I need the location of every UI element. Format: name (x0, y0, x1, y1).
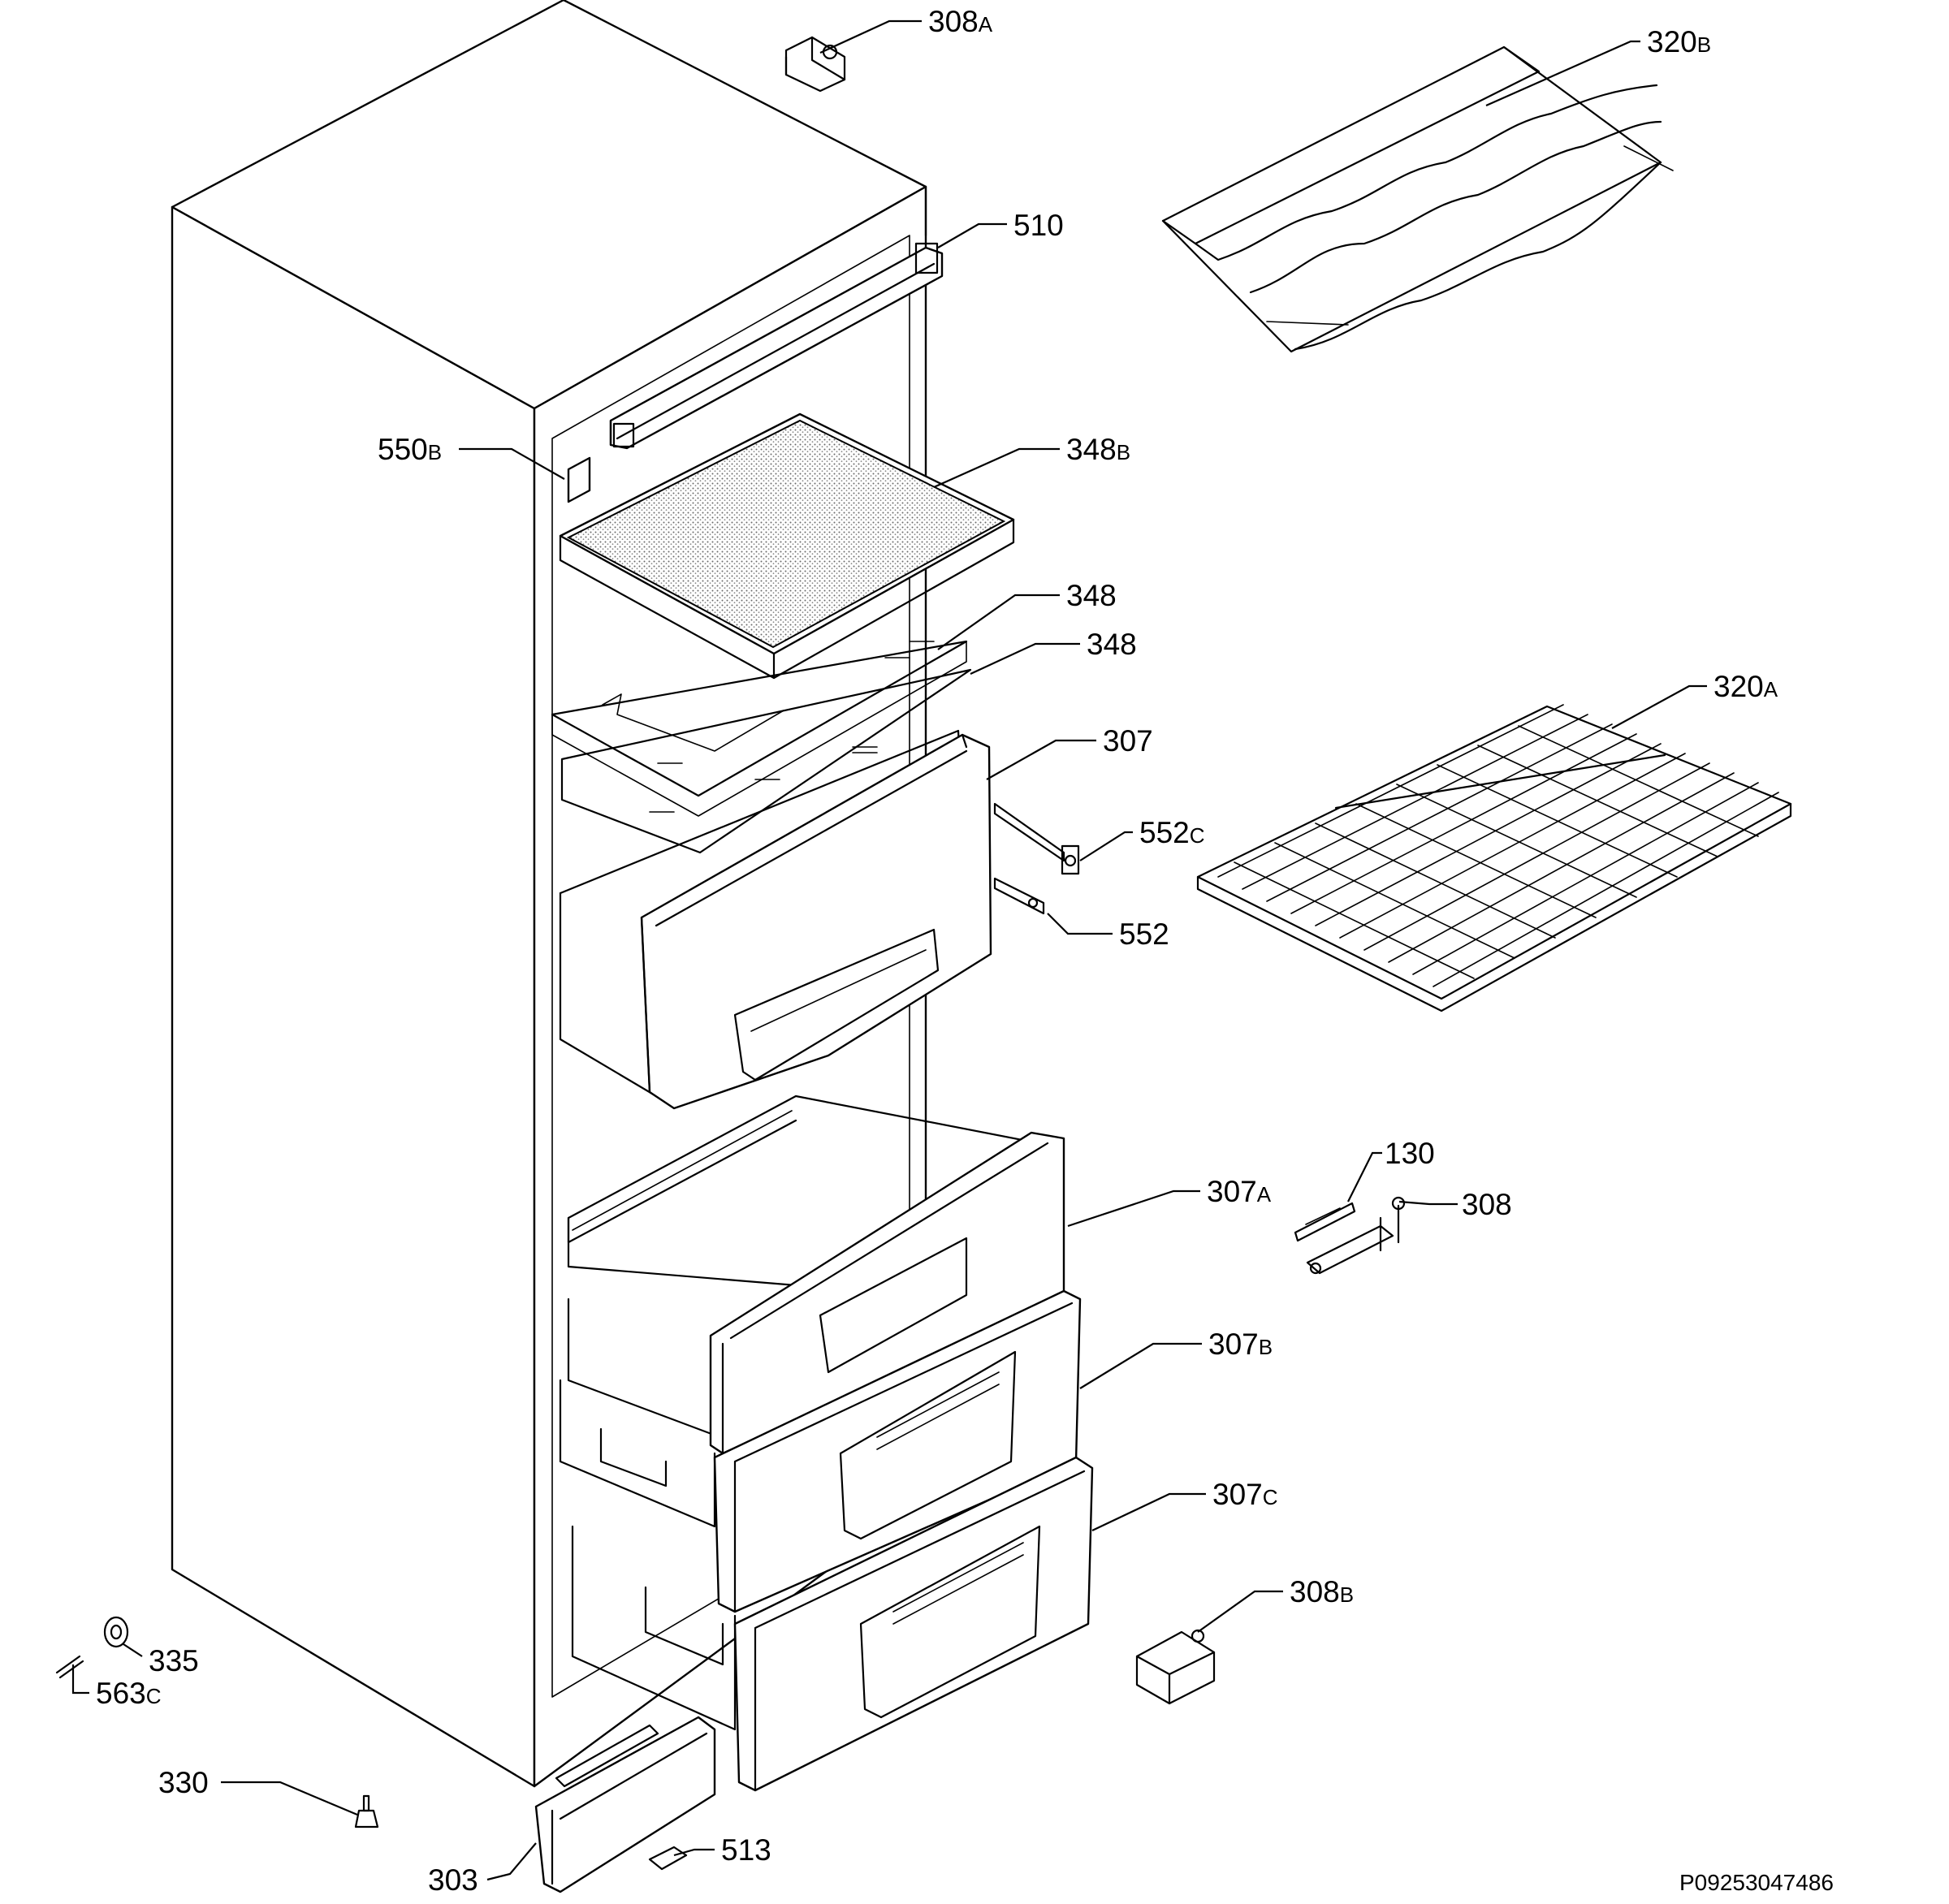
drawer-307-part (559, 729, 992, 1110)
label-513: 513 (721, 1833, 771, 1867)
document-id: P09253047486 (1679, 1870, 1834, 1895)
label-130: 130 (1385, 1137, 1435, 1170)
small-fastener-parts (55, 1616, 129, 1679)
label-348-1: 348 (1066, 579, 1117, 612)
label-308a: 308A (928, 5, 993, 38)
bottle-rack-part (1161, 45, 1674, 353)
label-335: 335 (149, 1644, 199, 1677)
label-307b: 307B (1208, 1328, 1273, 1361)
label-307: 307 (1103, 724, 1153, 758)
hinge-bottom-part (1135, 1629, 1216, 1705)
glass-plates-part (551, 640, 972, 854)
plinth-part (534, 1716, 716, 1893)
hinge-parts (1294, 1196, 1406, 1275)
label-552: 552 (1119, 917, 1169, 951)
light-cover-part (567, 456, 591, 503)
label-348b: 348B (1066, 433, 1130, 466)
label-552c: 552C (1139, 816, 1205, 849)
label-330: 330 (158, 1766, 209, 1799)
label-510: 510 (1013, 209, 1064, 242)
label-307c: 307C (1212, 1478, 1278, 1511)
control-panel-part (609, 242, 944, 450)
drawer-runner-parts (993, 802, 1080, 915)
wire-shelf-part (1196, 704, 1792, 1012)
drawer-307c-part (571, 1456, 1094, 1792)
label-307a: 307A (1207, 1175, 1272, 1208)
label-563c: 563C (96, 1677, 162, 1710)
label-320b: 320B (1647, 25, 1711, 58)
label-550b: 550B (378, 433, 442, 466)
label-308: 308 (1462, 1188, 1512, 1221)
callout-labels: 308A 320B 510 550B 348B 348 348 307 320A… (96, 5, 1778, 1897)
label-348-2: 348 (1087, 628, 1137, 661)
label-308b: 308B (1290, 1575, 1354, 1608)
glass-shelf-part (559, 412, 1015, 752)
label-303: 303 (428, 1863, 478, 1897)
drawer-307a-part (567, 1094, 1065, 1455)
adjustable-foot-part (354, 1794, 379, 1828)
leader-lines (71, 19, 1707, 1881)
label-320a: 320A (1713, 670, 1778, 703)
